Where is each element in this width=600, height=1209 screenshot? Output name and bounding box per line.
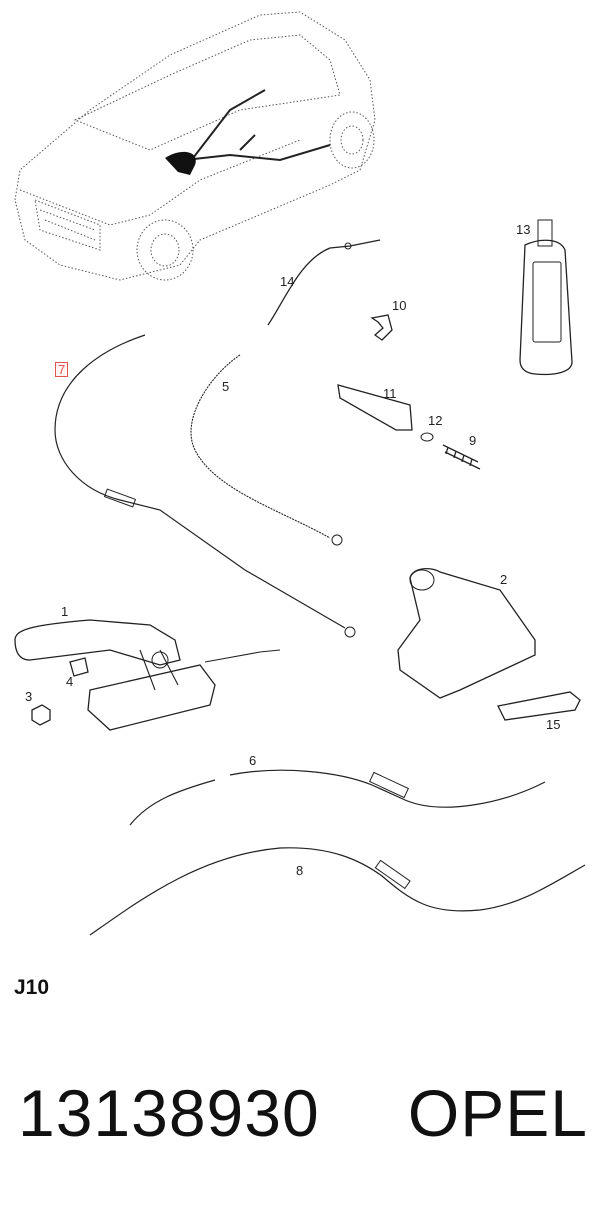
callout-11: 11 (383, 386, 397, 401)
part-7-sleeve (103, 488, 137, 508)
part-6-cable (129, 769, 546, 826)
callout-13: 13 (516, 222, 531, 237)
part-5-end (331, 534, 343, 546)
callout-5: 5 (222, 379, 230, 394)
brand-name: OPEL (407, 1076, 588, 1150)
car-lever-highlight (165, 151, 196, 175)
callout-15: 15 (546, 717, 561, 732)
part-12-washer (420, 432, 434, 442)
callout-8: 8 (296, 863, 304, 878)
part-number: 13138930 (18, 1076, 320, 1150)
part-4-cap (69, 657, 89, 677)
callout-4: 4 (66, 674, 74, 689)
footer: 13138930 OPEL (18, 1075, 588, 1151)
part-5-cable (190, 354, 331, 539)
part-2-boot (397, 567, 536, 699)
part-1-lever (14, 619, 281, 731)
part-9-spring (442, 444, 481, 470)
part-13-tube (519, 219, 573, 376)
callout-2: 2 (500, 572, 508, 587)
callout-10: 10 (392, 298, 407, 313)
section-code: J10 (14, 976, 50, 999)
part-8-sleeve (374, 859, 411, 890)
part-10-clip (370, 314, 393, 341)
car-cable-routing (184, 89, 331, 163)
parts-diagram (14, 11, 586, 936)
part-3-nut (31, 704, 51, 726)
callout-1: 1 (61, 604, 69, 619)
callout-6: 6 (249, 753, 257, 768)
part-7-cable (54, 334, 346, 629)
callout-14: 14 (280, 274, 295, 289)
car-outline (14, 11, 376, 281)
callout-7: 7 (55, 362, 69, 377)
callout-3: 3 (25, 689, 33, 704)
callout-9: 9 (469, 433, 477, 448)
part-11-bracket (337, 384, 413, 431)
part-6-sleeve (369, 771, 409, 799)
part-14-cable (267, 239, 381, 326)
part-14-end (344, 242, 352, 250)
part-7-end (344, 626, 356, 638)
callout-12: 12 (428, 413, 443, 428)
part-8-cable (89, 847, 586, 936)
part-15-pad (497, 691, 581, 721)
